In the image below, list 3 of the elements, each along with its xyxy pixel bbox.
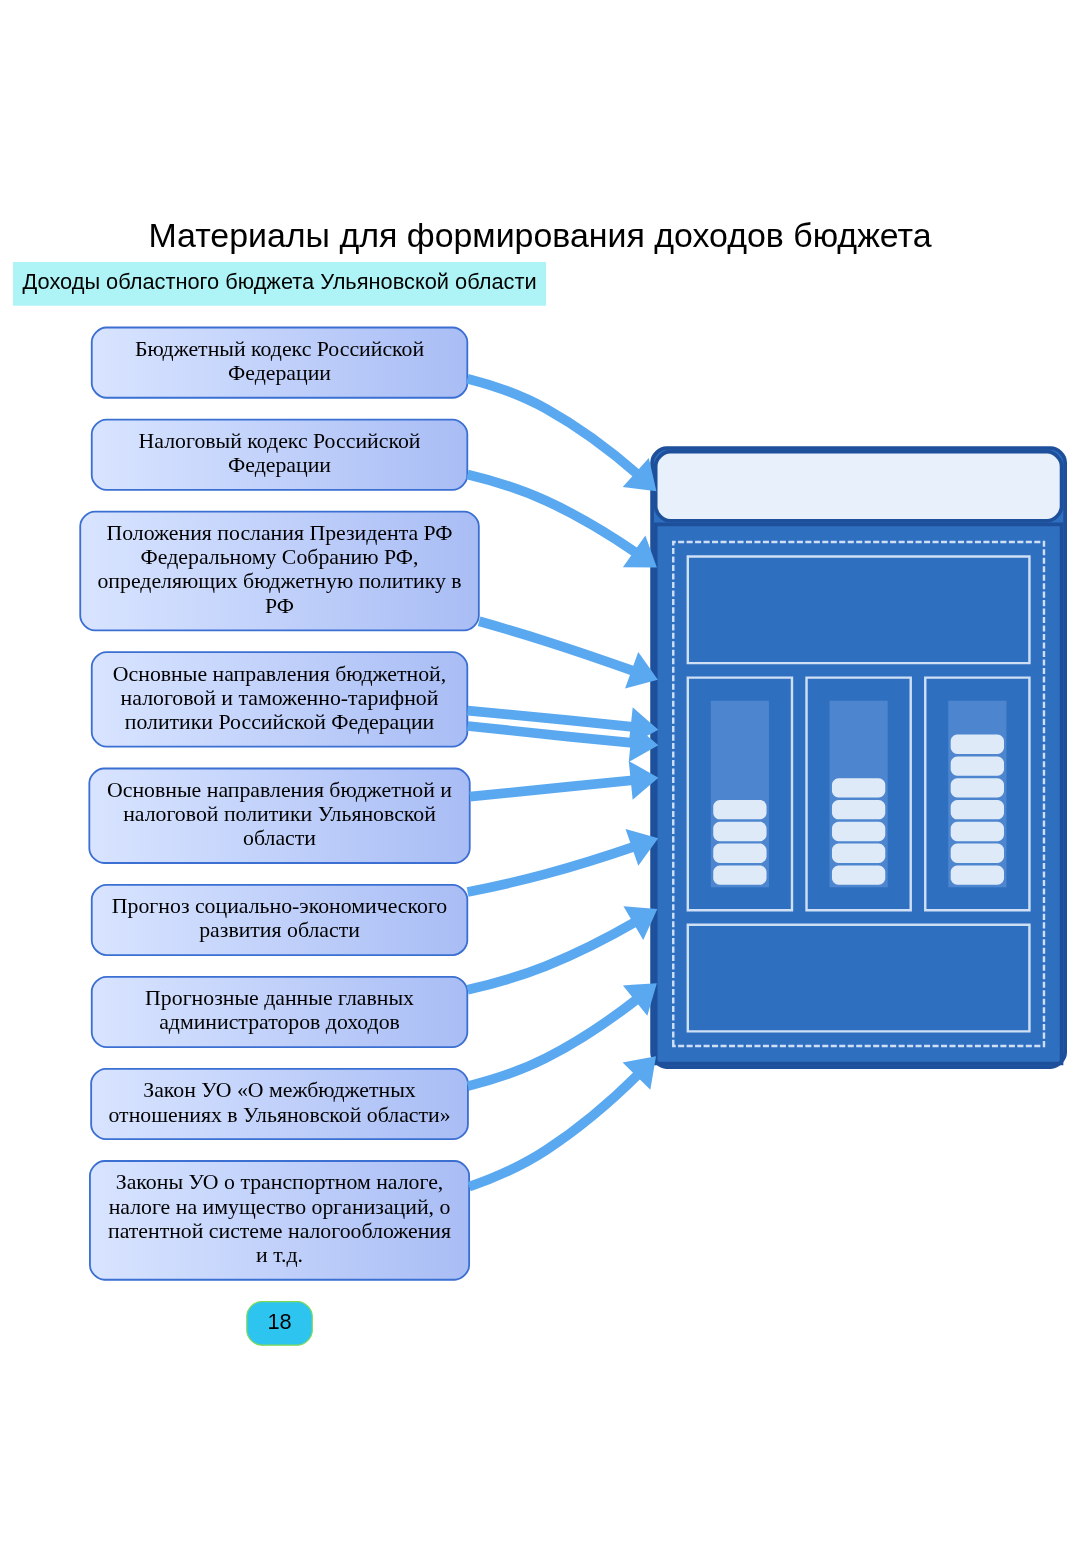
diagram-title: Материалы для формирования доходов бюджета [148,215,932,254]
label: 18 [267,1308,292,1334]
label: Доходы областного бюджета Ульяновской области [22,269,537,295]
